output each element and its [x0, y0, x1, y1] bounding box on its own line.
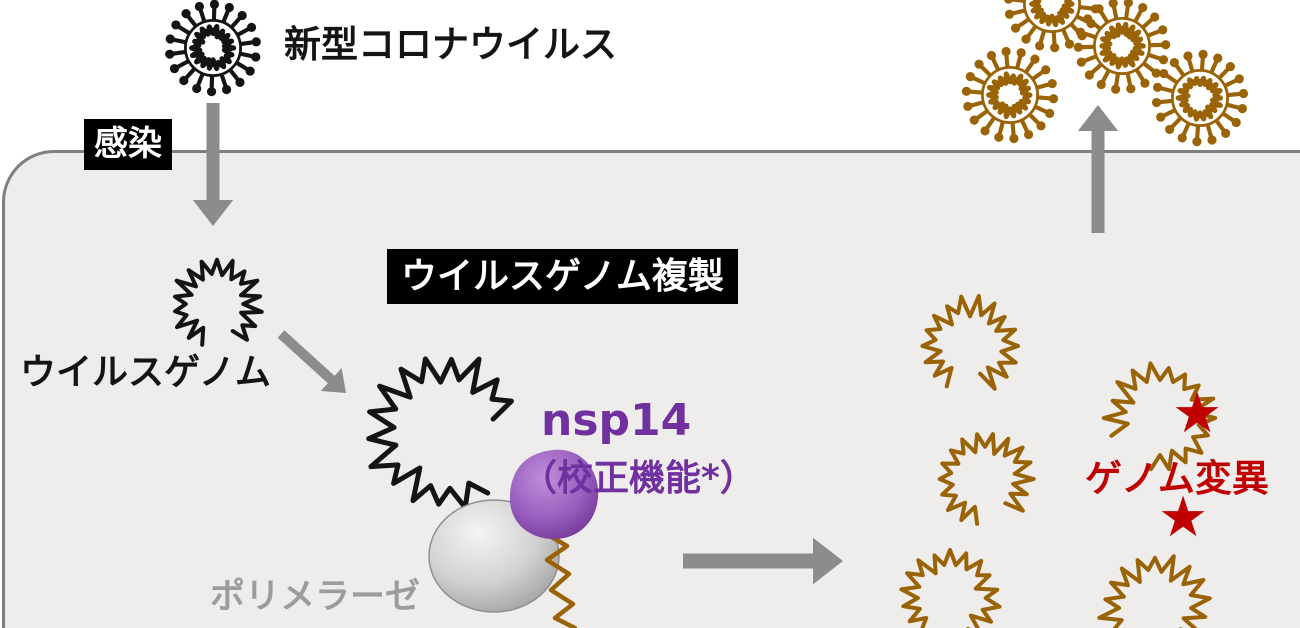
infection-badge: 感染 [84, 119, 172, 170]
sars-cov-2-virus-icon [165, 0, 261, 97]
viral-genome-label: ウイルスゲノム [20, 352, 271, 393]
progeny-genome-icon [1097, 554, 1212, 628]
nsp14-label: nsp14 [541, 395, 692, 446]
progeny-virus-icon [961, 46, 1059, 144]
mutation-star-icon: ★ [1172, 381, 1223, 446]
nsp14-blob [509, 449, 599, 540]
replication-badge: ウイルスゲノム複製 [387, 249, 738, 305]
progeny-virus-icon [1151, 49, 1249, 147]
progeny-genome-icon [920, 294, 1020, 391]
progeny-genome-icon [937, 432, 1036, 526]
infection-arrow [192, 103, 234, 226]
egress-arrow [1077, 105, 1119, 233]
viral-genome-icon [173, 257, 264, 347]
mutation-star-icon: ★ [1158, 485, 1209, 550]
progeny-genome-icon [899, 547, 1002, 628]
mutation-label: ゲノム変異 [1085, 457, 1269, 500]
genome-transfer-arrow [277, 330, 346, 393]
progeny-virus-icon [1073, 0, 1171, 94]
virus-title-label: 新型コロナウイルス [284, 23, 617, 66]
template-genome-icon [366, 356, 514, 510]
polymerase-label: ポリメラーゼ [210, 577, 421, 617]
replication-product-arrow [683, 537, 843, 585]
proofreading-label: （校正機能*） [521, 458, 756, 499]
cell-membrane [2, 150, 1300, 628]
progeny-genome-icon [1101, 361, 1218, 472]
